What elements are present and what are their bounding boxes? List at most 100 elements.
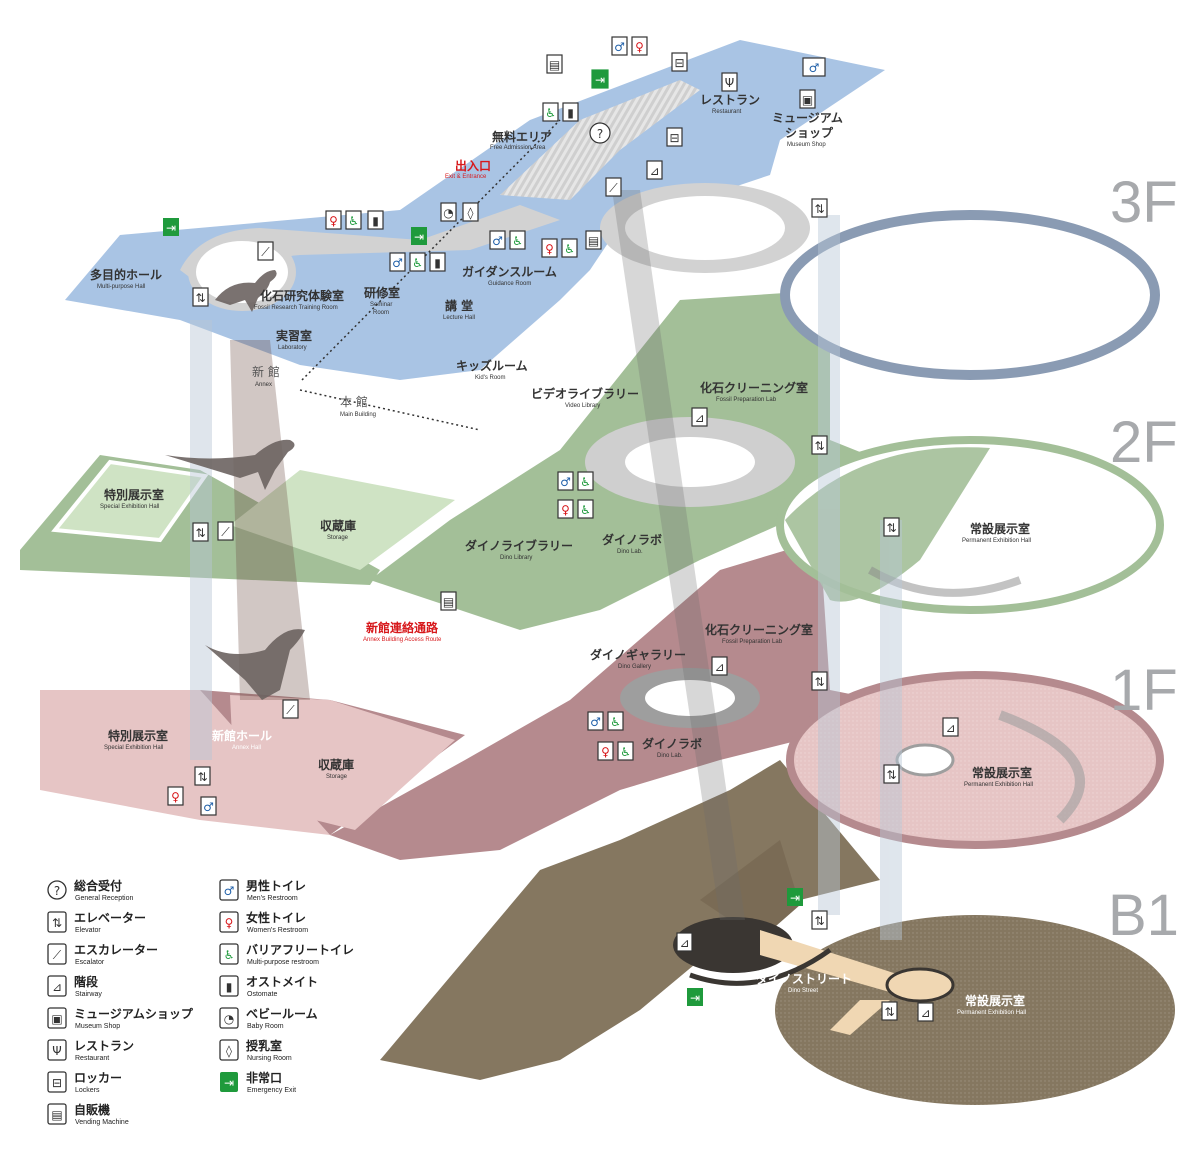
legend-label: バリアフリートイレ xyxy=(246,943,354,957)
accessible-restroom-icon[interactable]: ♿ xyxy=(345,210,362,230)
mens-restroom-icon[interactable]: ♂ xyxy=(611,36,628,56)
svg-text:Free Admission Area: Free Admission Area xyxy=(490,145,546,151)
svg-text:♿: ♿ xyxy=(580,475,591,489)
accessible-restroom-icon[interactable]: ♿ xyxy=(409,252,426,272)
accessible-restroom-icon[interactable]: ♿ xyxy=(617,741,634,761)
legend-sublabel: Vending Machine xyxy=(75,1119,129,1126)
svg-text:⊿: ⊿ xyxy=(679,936,689,950)
elevator-icon[interactable]: ⇅ xyxy=(881,1001,898,1021)
svg-text:Permanent Exhibition Hall: Permanent Exhibition Hall xyxy=(957,1010,1026,1016)
svg-text:ダイノラボ: ダイノラボ xyxy=(602,532,662,547)
baby-room-icon[interactable]: ◔ xyxy=(440,202,457,222)
floor-label-1f: 1F xyxy=(1110,658,1178,723)
stairs-icon[interactable]: ⊿ xyxy=(917,1002,934,1022)
elevator-icon[interactable]: ⇅ xyxy=(192,287,209,307)
svg-text:ダイノギャラリー: ダイノギャラリー xyxy=(590,647,686,662)
mens-restroom-icon[interactable]: ♂ xyxy=(200,796,217,816)
legend-sublabel: Nursing Room xyxy=(247,1055,292,1062)
accessible-restroom-icon[interactable]: ♿ xyxy=(577,499,594,519)
escalator-icon[interactable]: ⟋ xyxy=(605,177,622,197)
elevator-icon: ⇅ xyxy=(47,911,67,933)
nursing-room-icon[interactable]: ◊ xyxy=(462,202,479,222)
elevator-icon[interactable]: ⇅ xyxy=(811,435,828,455)
stairs-icon[interactable]: ⊿ xyxy=(676,932,693,952)
mens-restroom-icon[interactable]: ♂ xyxy=(389,252,406,272)
accessible-restroom-icon[interactable]: ♿ xyxy=(607,711,624,731)
stairs-icon[interactable]: ⊿ xyxy=(711,656,728,676)
svg-text:新館ホール: 新館ホール xyxy=(212,728,272,743)
locker-icon[interactable]: ⊟ xyxy=(671,52,688,72)
accessible-restroom-icon[interactable]: ♿ xyxy=(561,238,578,258)
mens-restroom-icon[interactable]: ♂ xyxy=(489,230,506,250)
elevator-icon[interactable]: ⇅ xyxy=(811,198,828,218)
permanent-1f-label: 常設展示室 Permanent Exhibition Hall xyxy=(964,765,1033,788)
reception-icon: ? xyxy=(47,880,67,900)
stairs-icon[interactable]: ⊿ xyxy=(942,717,959,737)
svg-text:Dino Gallery: Dino Gallery xyxy=(618,664,651,670)
restaurant-icon[interactable]: Ψ xyxy=(721,72,738,92)
escalator-icon[interactable]: ⟋ xyxy=(282,699,299,719)
floor-3f-hall xyxy=(780,210,1160,380)
emergency-exit-icon[interactable]: ⇥ xyxy=(163,218,179,236)
stairs-icon[interactable]: ⊿ xyxy=(691,407,708,427)
mens-restroom-icon[interactable]: ♂ xyxy=(587,711,604,731)
emergency-exit-icon[interactable]: ⇥ xyxy=(687,988,703,1006)
womens-restroom-icon[interactable]: ♀ xyxy=(325,210,342,230)
svg-text:無料エリア: 無料エリア xyxy=(492,129,552,144)
accessible-restroom-icon[interactable]: ♿ xyxy=(542,102,559,122)
storage-2f-label: 収蔵庫 Storage xyxy=(320,518,356,541)
shop-icon[interactable]: ▣ xyxy=(799,89,816,109)
svg-text:⇅: ⇅ xyxy=(884,1005,894,1019)
svg-text:Fossil Research Training Room: Fossil Research Training Room xyxy=(254,305,338,311)
emergency-exit-icon[interactable]: ⇥ xyxy=(787,888,803,906)
mens-restroom-icon[interactable]: ♂ xyxy=(557,471,574,491)
svg-text:♀: ♀ xyxy=(601,745,610,759)
vending-icon[interactable]: ▤ xyxy=(546,54,563,74)
stairs-icon[interactable]: ⊿ xyxy=(646,160,663,180)
elevator-icon[interactable]: ⇅ xyxy=(194,766,211,786)
legend-label: オストメイト xyxy=(246,975,318,989)
womens-restroom-icon[interactable]: ♀ xyxy=(167,786,184,806)
elevator-icon[interactable]: ⇅ xyxy=(883,517,900,537)
svg-text:♂: ♂ xyxy=(224,884,235,898)
svg-text:▮: ▮ xyxy=(226,980,233,994)
reception-icon[interactable]: ? xyxy=(589,122,611,144)
accessible-restroom-icon[interactable]: ♿ xyxy=(509,230,526,250)
fossil-training-label: 化石研究体験室 Fossil Research Training Room xyxy=(254,288,344,311)
svg-text:⊟: ⊟ xyxy=(674,56,684,70)
elevator-icon[interactable]: ⇅ xyxy=(811,910,828,930)
legend-label: 総合受付 xyxy=(74,878,122,893)
elevator-icon[interactable]: ⇅ xyxy=(811,671,828,691)
svg-text:♀: ♀ xyxy=(225,916,234,930)
escalator-icon[interactable]: ⟋ xyxy=(217,521,234,541)
svg-text:♿: ♿ xyxy=(564,242,575,256)
locker-icon[interactable]: ⊟ xyxy=(666,127,683,147)
escalator-icon[interactable]: ⟋ xyxy=(257,241,274,261)
svg-text:⇅: ⇅ xyxy=(197,770,207,784)
legend-sublabel: Baby Room xyxy=(247,1023,284,1030)
accessible-restroom-icon[interactable]: ♿ xyxy=(577,471,594,491)
womens-restroom-icon[interactable]: ♀ xyxy=(557,499,574,519)
ostomate-icon[interactable]: ▮ xyxy=(429,252,446,272)
floor-1f-storage xyxy=(230,695,455,830)
ostomate-icon[interactable]: ▮ xyxy=(367,210,384,230)
legend-label: レストラン xyxy=(74,1039,134,1053)
annex-hall-label: 新館ホール Annex Hall xyxy=(212,728,272,751)
womens-restroom-icon[interactable]: ♀ xyxy=(541,238,558,258)
womens-restroom-icon[interactable]: ♀ xyxy=(597,741,614,761)
elevator-icon[interactable]: ⇅ xyxy=(192,522,209,542)
mens-restroom-icon[interactable]: ♂ xyxy=(802,57,826,77)
elevator-icon[interactable]: ⇅ xyxy=(883,764,900,784)
vending-icon[interactable]: ▤ xyxy=(440,591,457,611)
emergency-exit-icon[interactable]: ⇥ xyxy=(591,69,609,89)
floor-1f xyxy=(40,540,1164,860)
vending-icon[interactable]: ▤ xyxy=(585,230,602,250)
ostomate-icon: ▮ xyxy=(219,975,239,997)
dinosaur-1f xyxy=(205,629,305,700)
emergency-exit-icon[interactable]: ⇥ xyxy=(411,227,427,245)
ostomate-icon[interactable]: ▮ xyxy=(562,102,579,122)
womens-restroom-icon[interactable]: ♀ xyxy=(631,36,648,56)
svg-text:♿: ♿ xyxy=(224,948,235,962)
